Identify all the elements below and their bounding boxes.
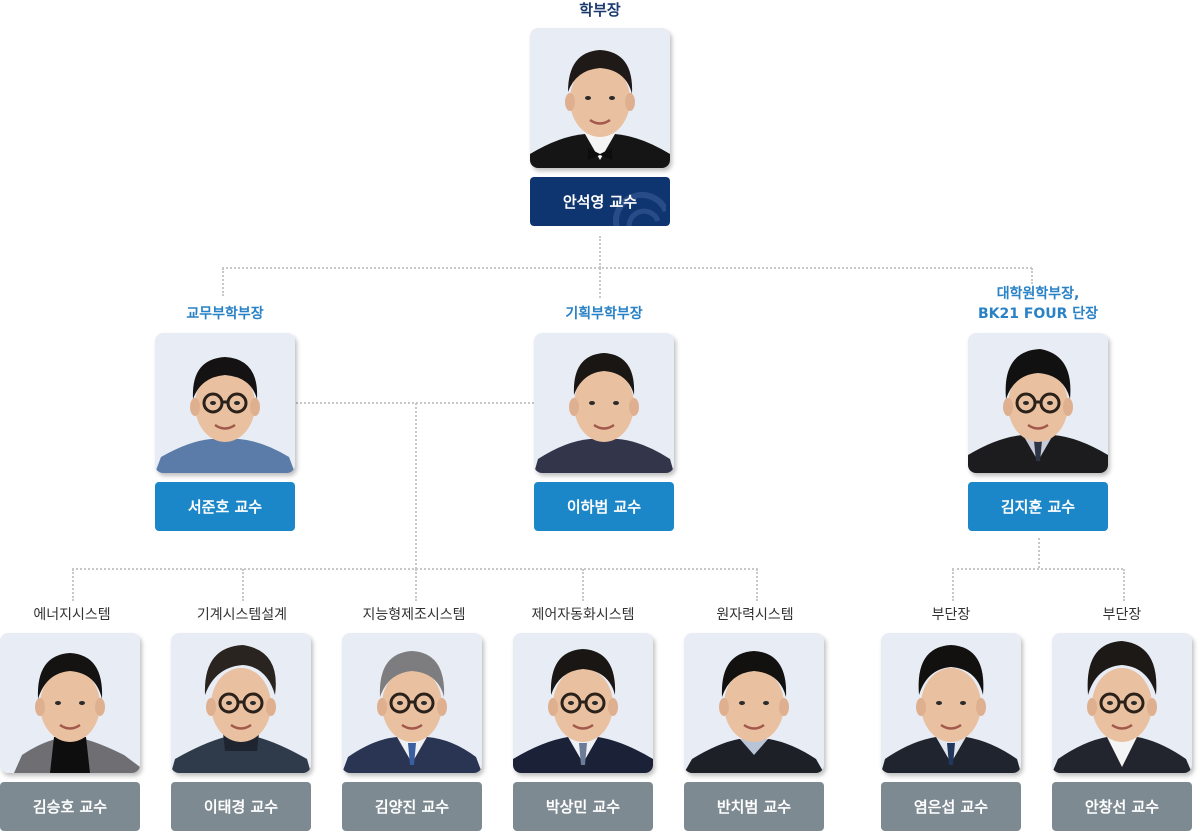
professor-name-text: 반치범 교수 (716, 798, 792, 816)
deputy-role-label: 부단장 (931, 607, 971, 623)
portrait-man-turtleneck-icon (14, 653, 140, 773)
division-label: 에너지시스템 (33, 607, 111, 623)
professor-photo (1052, 633, 1192, 773)
vice-dean-role-label: 교무부학부장 (186, 306, 264, 322)
professor-name-button[interactable]: 반치범 교수 (684, 782, 824, 831)
dean-role-label: 학부장 (579, 1, 621, 19)
portrait-man-sweater-icon (684, 651, 824, 773)
connector-bk21-horizontal (952, 568, 1123, 570)
professor-name-text: 김승호 교수 (32, 798, 108, 816)
dean-name-text: 안석영 교수 (562, 193, 638, 211)
connector-div4-drop (582, 569, 584, 601)
professor-name-button[interactable]: 염은섭 교수 (881, 782, 1021, 831)
portrait-man-glasses-sweater-icon (171, 645, 311, 773)
connector-div2-drop (242, 569, 244, 601)
vice-dean-photo (534, 333, 674, 473)
professor-name-text: 김양진 교수 (374, 798, 450, 816)
vice-dean-role-label-line1: 대학원학부장, (996, 286, 1080, 302)
connector-dean-down (599, 236, 601, 268)
vice-dean-name-button[interactable]: 서준호 교수 (155, 482, 295, 531)
professor-photo (684, 633, 824, 773)
connector-divisions-trunk (415, 403, 417, 569)
professor-name-button[interactable]: 김승호 교수 (0, 782, 140, 831)
professor-name-text: 염은섭 교수 (913, 798, 989, 816)
connector-div1-drop (72, 569, 74, 601)
vice-dean-name-button[interactable]: 김지훈 교수 (968, 482, 1108, 531)
deputy-role-label: 부단장 (1102, 607, 1142, 623)
division-label: 기계시스템설계 (196, 607, 288, 623)
division-label: 제어자동화시스템 (531, 607, 635, 623)
vice-dean-name-text: 김지훈 교수 (1000, 498, 1076, 516)
connector-vice2-drop (599, 268, 601, 298)
connector-div3-drop (415, 569, 417, 601)
connector-vice-horizontal (222, 267, 1032, 269)
professor-photo (513, 633, 653, 773)
professor-name-text: 박상민 교수 (545, 798, 621, 816)
vice-dean-photo (155, 333, 295, 473)
university-emblem-icon (613, 192, 666, 226)
portrait-man-smiling-icon (534, 353, 674, 473)
portrait-man-glasses-denim-icon (155, 357, 295, 473)
connector-div5-drop (756, 569, 758, 601)
dean-photo (530, 28, 670, 168)
professor-photo (0, 633, 140, 773)
professor-photo (171, 633, 311, 773)
division-label: 지능형제조시스템 (362, 607, 466, 623)
professor-photo (881, 633, 1021, 773)
vice-dean-name-text: 이하범 교수 (566, 498, 642, 516)
connector-vice3-drop (1031, 268, 1033, 284)
professor-photo (342, 633, 482, 773)
professor-name-button[interactable]: 김양진 교수 (342, 782, 482, 831)
connector-vice1-drop (222, 268, 224, 296)
connector-dep2-drop (1123, 569, 1125, 601)
dean-name-button[interactable]: 안석영 교수 (530, 177, 670, 226)
portrait-man-glasses-suit-navy-icon (513, 649, 653, 773)
division-label: 원자력시스템 (716, 607, 794, 623)
professor-name-button[interactable]: 안창선 교수 (1052, 782, 1192, 831)
connector-dep1-drop (952, 569, 954, 601)
portrait-man-glasses-suit-gray-icon (342, 651, 482, 773)
portrait-man-bowtie-icon (530, 50, 670, 168)
portrait-man-glasses-suit-icon (968, 349, 1108, 473)
vice-dean-role-label: 기획부학부장 (565, 306, 643, 322)
vice-dean-name-text: 서준호 교수 (187, 498, 263, 516)
connector-bk21-down (1038, 538, 1040, 568)
portrait-man-suit-tie-icon (881, 645, 1021, 773)
vice-dean-photo (968, 333, 1108, 473)
portrait-man-glasses-suit-white-icon (1052, 641, 1192, 773)
vice-dean-role-label-line2: BK21 FOUR 단장 (977, 306, 1099, 322)
professor-name-button[interactable]: 이태경 교수 (171, 782, 311, 831)
vice-dean-name-button[interactable]: 이하범 교수 (534, 482, 674, 531)
professor-name-button[interactable]: 박상민 교수 (513, 782, 653, 831)
professor-name-text: 이태경 교수 (203, 798, 279, 816)
professor-name-text: 안창선 교수 (1084, 798, 1160, 816)
